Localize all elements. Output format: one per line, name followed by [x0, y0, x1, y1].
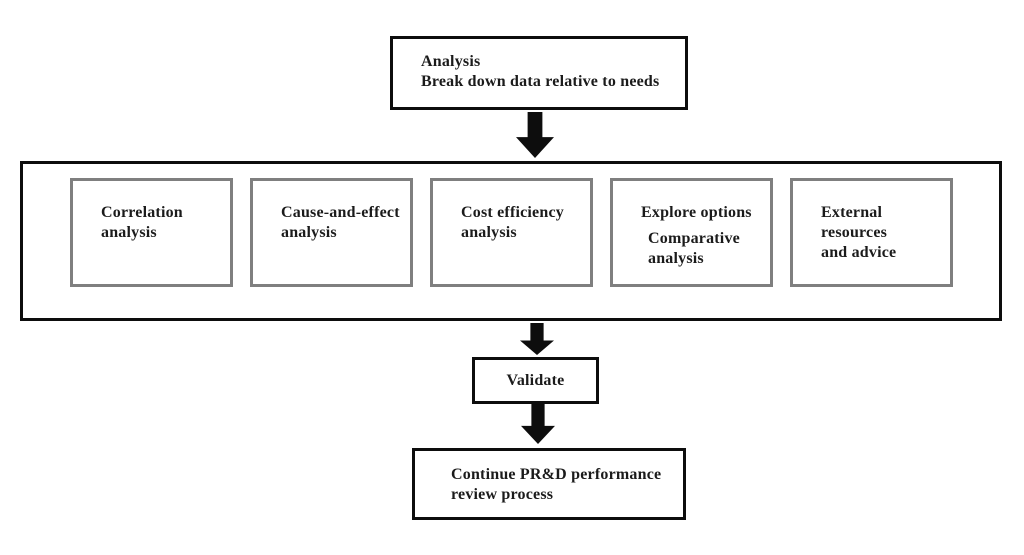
cause-and-effect-analysis-box: Cause-and-effect analysis — [250, 178, 413, 287]
validate-step-text: Validate — [506, 371, 565, 389]
correlation-analysis-box: Correlation analysis — [70, 178, 233, 287]
explore-options-box: Explore options Comparative analysis — [610, 178, 773, 287]
continue-process-box: Continue PR&D performance review process — [412, 448, 686, 520]
cost-efficiency-analysis-box: Cost efficiency analysis — [430, 178, 593, 287]
down-arrow-icon — [516, 112, 554, 158]
continue-process-text: Continue PR&D performance review process — [451, 466, 662, 503]
cost-efficiency-analysis-text: Cost efficiency analysis — [461, 204, 564, 241]
analysis-step-box: Analysis Break down data relative to nee… — [390, 36, 688, 110]
comparative-analysis-text: Comparative analysis — [648, 230, 740, 267]
correlation-analysis-text: Correlation analysis — [101, 204, 183, 241]
analysis-step-text: Analysis Break down data relative to nee… — [421, 53, 660, 90]
down-arrow-icon — [521, 404, 555, 444]
explore-options-text: Explore options — [641, 204, 752, 221]
external-resources-text: External resources and advice — [821, 204, 897, 261]
validate-step-box: Validate — [472, 357, 599, 404]
down-arrow-icon — [520, 323, 554, 355]
analysis-methods-container: Correlation analysis Cause-and-effect an… — [20, 161, 1002, 321]
cause-and-effect-analysis-text: Cause-and-effect analysis — [281, 204, 400, 241]
external-resources-box: External resources and advice — [790, 178, 953, 287]
